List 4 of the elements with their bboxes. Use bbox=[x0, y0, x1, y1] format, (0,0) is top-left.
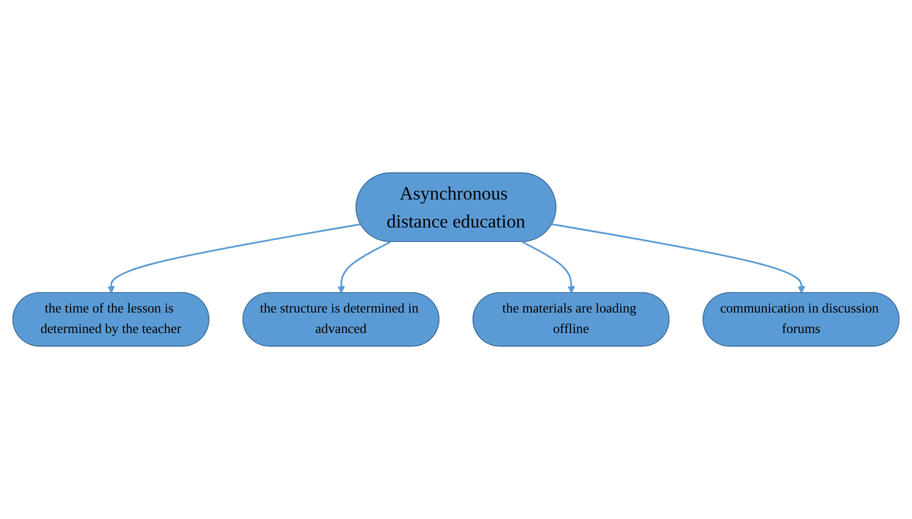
arrow bbox=[552, 223, 806, 294]
arrow bbox=[107, 223, 361, 294]
arrow bbox=[338, 241, 391, 294]
arrow bbox=[522, 241, 576, 294]
